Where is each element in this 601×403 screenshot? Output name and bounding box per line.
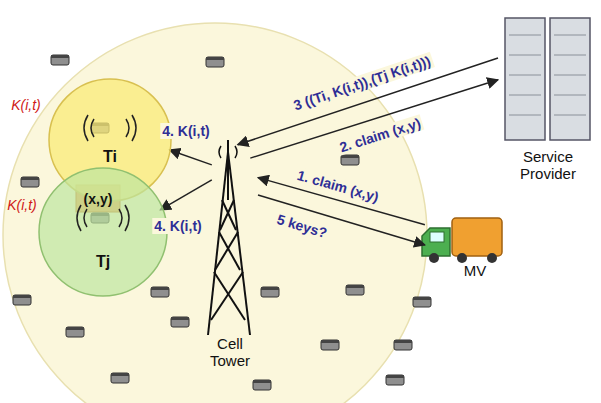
location-label: (x,y) [84,191,113,207]
sensor-nodes [13,55,431,390]
message-arrow [250,80,498,158]
cell-tower [208,140,250,335]
key-label: K(i,t) [7,197,37,213]
node-label: Service Provider [498,148,598,183]
server-racks [505,18,590,140]
cell-tower: Cell Tower [195,140,265,375]
circle-outline [38,167,168,297]
node-label: Cell Tower [200,335,260,370]
message-arrow [160,180,212,210]
message-arrow [170,150,212,165]
sensor-range-circle: Tj [38,167,168,297]
key-label: K(i,t) [11,97,41,113]
node-label: MV [445,262,505,279]
node-label: Tj [81,253,125,271]
service-provider: Service Provider [498,15,598,190]
message-label: 4. K(i,t) [160,123,211,139]
mobile-vehicle: MV [415,210,505,280]
mobile-vehicle [422,218,502,263]
message-label: 4. K(i,t) [152,218,203,234]
node-label: Ti [88,148,132,166]
message-arrow [258,195,425,245]
